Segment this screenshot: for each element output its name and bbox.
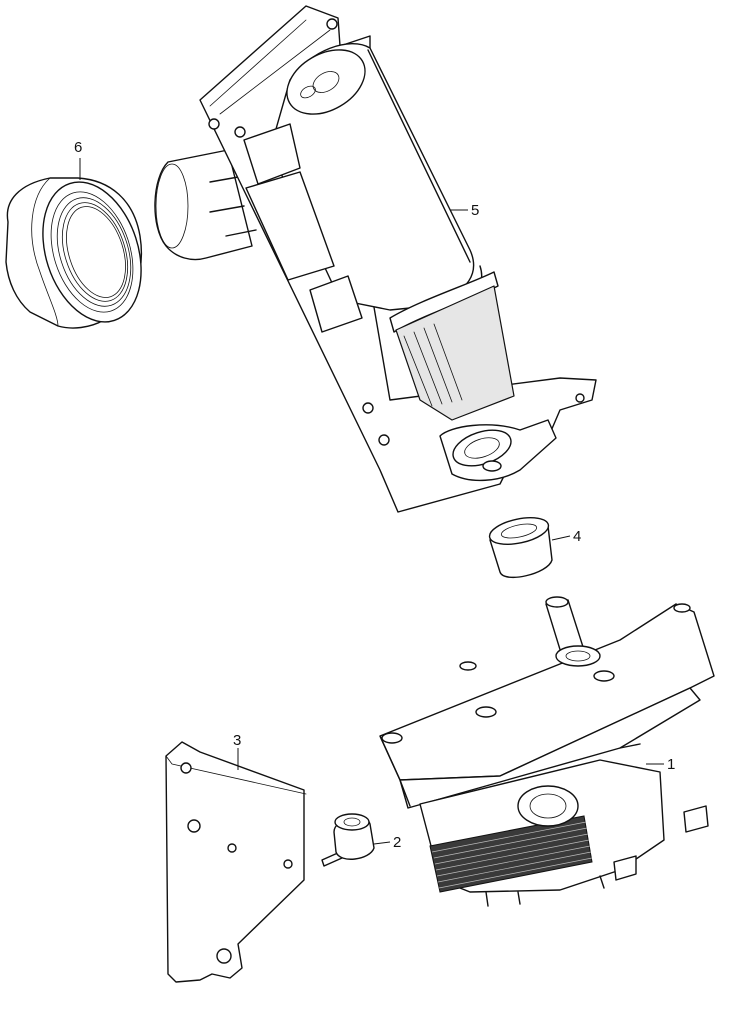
- callout-2: 2: [393, 834, 401, 851]
- callout-5: 5: [471, 202, 479, 219]
- leader-4: [551, 535, 571, 541]
- part-2-knob: [321, 813, 375, 867]
- callout-4: 4: [573, 528, 581, 545]
- callout-6: 6: [74, 139, 82, 156]
- part-4-spacer-bushing: [488, 517, 553, 579]
- part-3-mounting-plate: [165, 741, 307, 983]
- part-1-gear-motor: [379, 596, 715, 907]
- callout-3: 3: [233, 732, 241, 749]
- callout-1: 1: [667, 756, 675, 773]
- leader-lines: [79, 158, 664, 845]
- part-6-threaded-ring: [5, 177, 143, 329]
- part-5-motor-bracket: [154, 5, 597, 513]
- leader-2: [373, 841, 391, 845]
